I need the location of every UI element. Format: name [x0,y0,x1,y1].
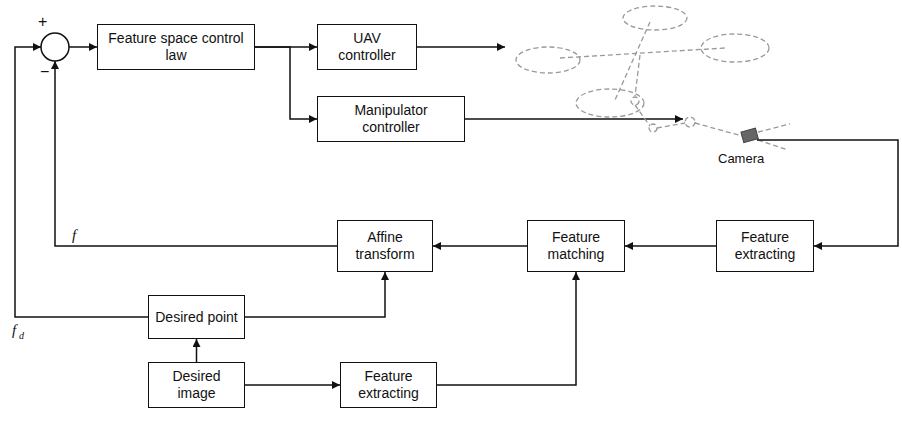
part-name: Camera [718,152,764,165]
process-box: Desired point [148,295,245,339]
uav-illustration [516,6,790,150]
sign-minus: − [40,64,49,80]
process-box: Desired image [148,362,245,408]
signal-arrow [196,339,198,362]
signal-arrow [245,384,340,386]
feedback-wire [55,61,337,246]
process-box: Feature extracting [340,362,437,408]
box-label: Feature extracting [723,229,807,263]
signal-arrow [433,245,527,247]
signal-name: f [72,228,76,243]
box-label: Feature matching [534,229,618,263]
box-label: Affine transform [344,229,426,263]
box-label: UAV controller [324,30,410,64]
signal-arrow [437,272,576,385]
signal-name: f [12,323,16,338]
box-label: Feature extracting [347,368,430,402]
process-box: Manipulator controller [317,96,465,142]
signal-arrow [245,272,385,317]
signal-wire [465,118,683,120]
process-box: Affine transform [337,220,433,272]
box-label: Feature space control law [104,30,248,64]
box-label: Manipulator controller [324,102,458,136]
process-box: Feature matching [527,220,625,272]
box-label: Desired image [155,368,238,402]
process-box: Feature extracting [716,220,814,272]
signal-subscript: d [19,331,24,341]
signal-arrow [625,245,716,247]
summing-junction [41,33,69,61]
signal-wire [69,46,97,48]
process-box: Feature space control law [97,24,255,70]
process-box: UAV controller [317,24,417,70]
camera-symbol [741,128,758,143]
box-label: Desired point [155,309,238,326]
signal-arrow [255,47,317,119]
signal-wire [417,46,505,48]
sign-plus: + [38,14,47,30]
reference-wire [15,47,148,317]
